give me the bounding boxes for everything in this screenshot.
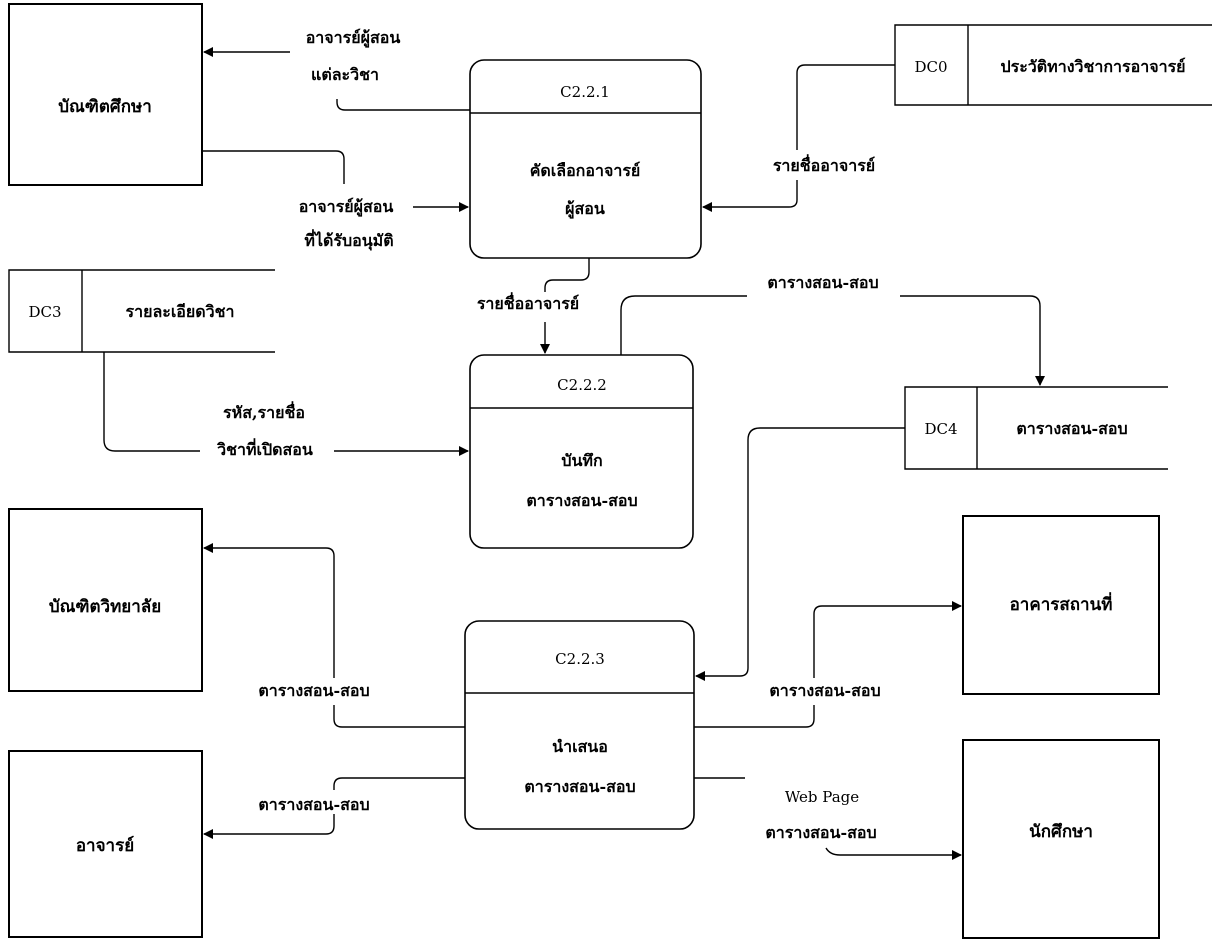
flow-approved-teachers: อาจารย์ผู้สอน ที่ได้รับอนุมัติ (202, 150, 469, 251)
flow-schedule-to-teacher-label: ตารางสอน-สอบ (258, 795, 369, 814)
flow-schedule-222-dc4: ตารางสอน-สอบ (620, 273, 1045, 386)
entity-building: อาคารสถานที่ (962, 515, 1160, 695)
entity-graduate-studies: บัณฑิตศึกษา (8, 3, 203, 186)
process-c223-id: C2.2.3 (555, 650, 605, 668)
flow-teachers-per-subject-l1: อาจารย์ผู้สอน (306, 28, 401, 49)
entity-student: นักศึกษา (962, 739, 1160, 939)
process-c221-line2: ผู้สอน (565, 199, 605, 220)
process-c222-line1: บันทึก (561, 451, 602, 470)
process-c223-line2: ตารางสอน-สอบ (524, 777, 635, 796)
flow-schedule-to-building-label: ตารางสอน-สอบ (769, 681, 880, 700)
entity-teacher: อาจารย์ (8, 750, 203, 938)
datastore-dc0-name: ประวัติทางวิชาการอาจารย์ (1000, 57, 1185, 76)
flow-teachers-per-subject: อาจารย์ผู้สอน แต่ละวิชา (203, 28, 470, 111)
datastore-dc0-id: DC0 (914, 58, 947, 76)
datastore-dc3: DC3 รายละเอียดวิชา (8, 269, 275, 353)
entity-teacher-label: อาจารย์ (76, 835, 134, 856)
flow-webpage-l1: Web Page (785, 788, 859, 806)
flow-subject-info-l1: รหัส,รายชื่อ (223, 401, 305, 422)
datastore-dc4-name: ตารางสอน-สอบ (1016, 419, 1127, 438)
flow-webpage-l2: ตารางสอน-สอบ (765, 823, 876, 842)
process-c221-id: C2.2.1 (560, 83, 610, 101)
entity-graduate-school: บัณฑิตวิทยาลัย (8, 508, 203, 692)
process-c222: C2.2.2 บันทึก ตารางสอน-สอบ (469, 354, 694, 549)
datastore-dc4-id: DC4 (924, 420, 957, 438)
flow-schedule-222-dc4-label: ตารางสอน-สอบ (767, 273, 878, 292)
process-c221-line1: คัดเลือกอาจารย์ (530, 161, 641, 180)
flow-subject-info-l2: วิชาที่เปิดสอน (216, 438, 313, 459)
flow-teacher-names-221-222-label: รายชื่ออาจารย์ (477, 292, 579, 313)
datastore-dc3-id: DC3 (28, 303, 61, 321)
flow-teacher-names-dc0: รายชื่ออาจารย์ (702, 64, 895, 212)
process-c223: C2.2.3 นำเสนอ ตารางสอน-สอบ (464, 620, 695, 830)
flow-schedule-to-building: ตารางสอน-สอบ (694, 601, 962, 728)
flow-teacher-names-dc0-label: รายชื่ออาจารย์ (773, 154, 875, 175)
flow-schedule-to-gradschool-label: ตารางสอน-สอบ (258, 681, 369, 700)
datastore-dc3-name: รายละเอียดวิชา (125, 302, 234, 321)
entity-student-label: นักศึกษา (1029, 822, 1093, 842)
entity-graduate-school-label: บัณฑิตวิทยาลัย (49, 597, 161, 617)
flow-teachers-per-subject-l2: แต่ละวิชา (311, 65, 379, 84)
flow-schedule-to-gradschool: ตารางสอน-สอบ (203, 543, 465, 728)
flow-approved-teachers-l1: อาจารย์ผู้สอน (299, 197, 394, 218)
entity-building-label: อาคารสถานที่ (1010, 592, 1113, 615)
process-c222-line2: ตารางสอน-สอบ (526, 491, 637, 510)
flow-schedule-to-teacher: ตารางสอน-สอบ (203, 777, 465, 839)
process-c222-id: C2.2.2 (557, 376, 607, 394)
datastore-dc4: DC4 ตารางสอน-สอบ (904, 386, 1168, 470)
flow-approved-teachers-l2: ที่ได้รับอนุมัติ (304, 229, 393, 251)
process-c223-line1: นำเสนอ (552, 737, 608, 756)
flow-dc4-to-223 (695, 427, 905, 681)
entity-graduate-studies-label: บัณฑิตศึกษา (58, 97, 152, 117)
datastore-dc0: DC0 ประวัติทางวิชาการอาจารย์ (894, 24, 1212, 106)
process-c221: C2.2.1 คัดเลือกอาจารย์ ผู้สอน (469, 59, 702, 259)
flow-subject-info: รหัส,รายชื่อ วิชาที่เปิดสอน (103, 352, 469, 459)
flow-teacher-names-221-222: รายชื่ออาจารย์ (477, 258, 590, 354)
flow-webpage-to-student: Web Page ตารางสอน-สอบ (694, 777, 962, 860)
